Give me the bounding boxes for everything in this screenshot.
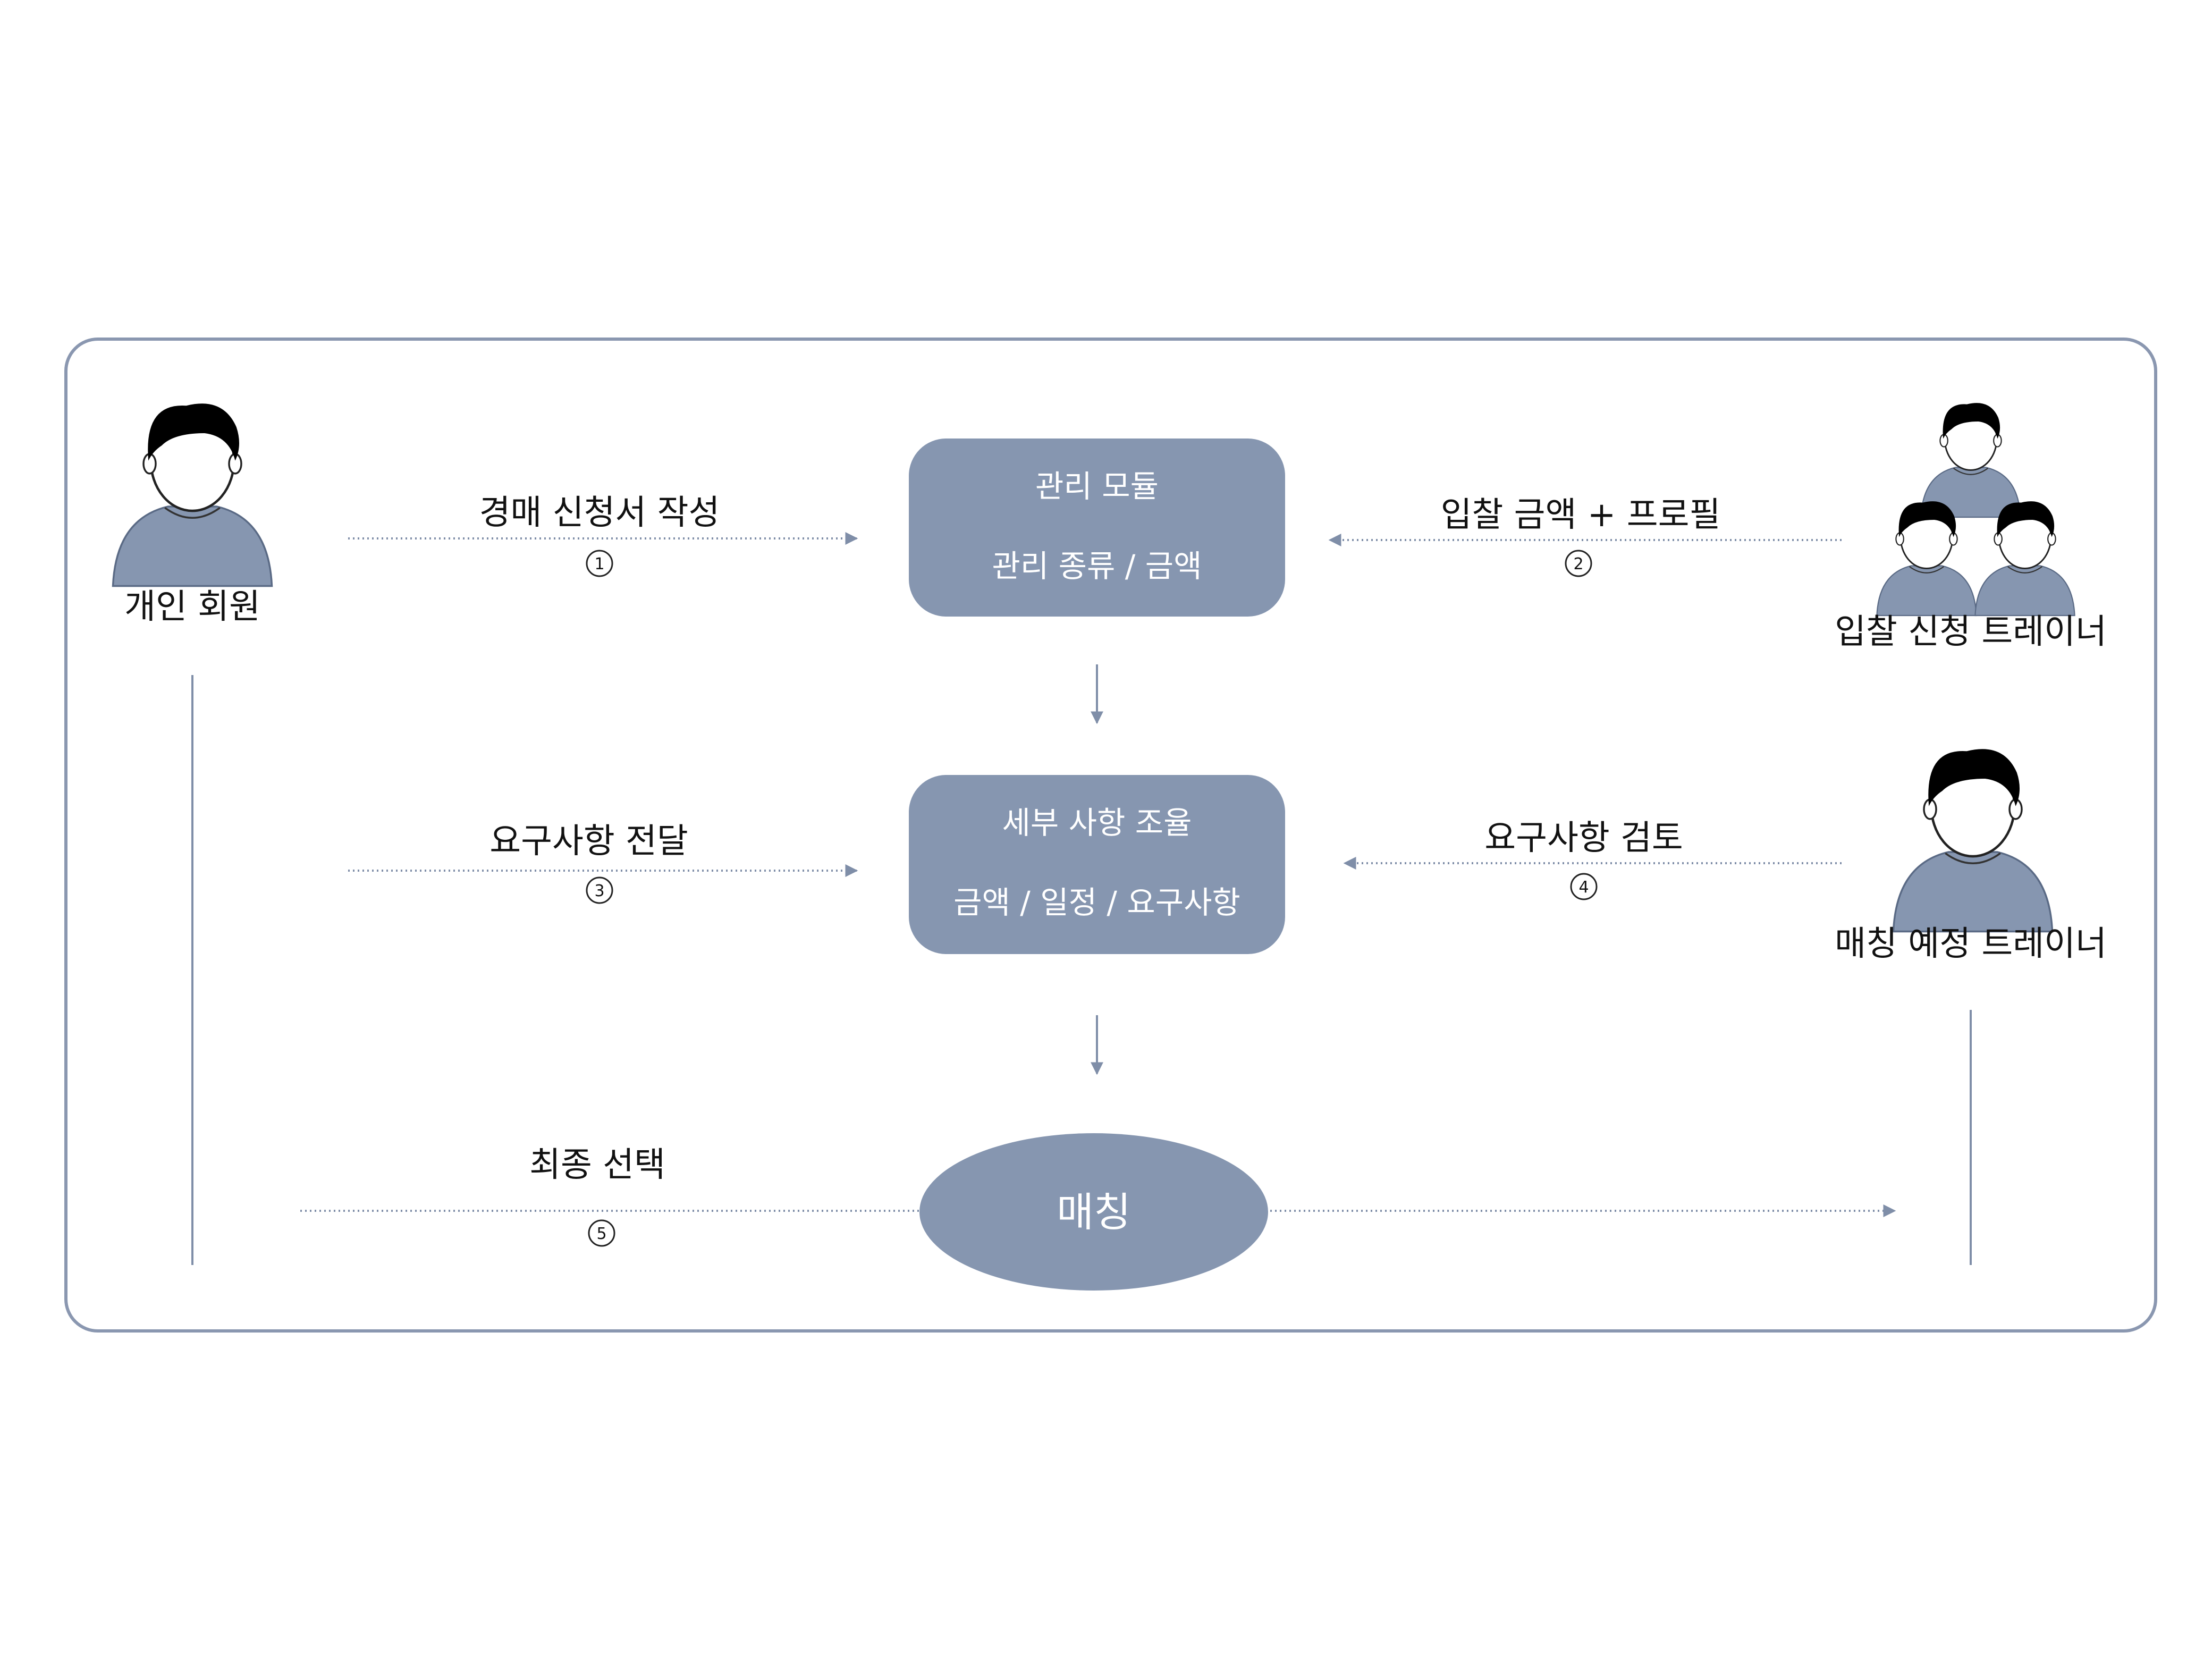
management-title: 관리 모듈 [1035, 468, 1159, 504]
step-5-badge: 5 [588, 1219, 615, 1247]
details-box [909, 775, 1285, 954]
svg-text:2: 2 [1573, 555, 1583, 574]
svg-text:4: 4 [1578, 878, 1589, 897]
member-label: 개인 회원 [124, 587, 260, 627]
step-2-badge: 2 [1565, 550, 1592, 577]
bidders-label: 입찰 신청 트레이너 [1835, 612, 2107, 652]
details-title: 세부 사항 조율 [1002, 805, 1192, 841]
step-1-badge: 1 [586, 550, 613, 577]
match-label: 매칭 [1057, 1188, 1131, 1236]
step-2-label: 입찰 금액 + 프로필 [1441, 495, 1721, 535]
management-subtitle: 관리 종류 / 금액 [992, 548, 1202, 584]
step-3-label: 요구사항 전달 [489, 822, 688, 861]
match-node [919, 1133, 1268, 1291]
svg-text:1: 1 [594, 555, 604, 574]
details-subtitle: 금액 / 일정 / 요구사항 [953, 884, 1240, 921]
step-3-badge: 3 [586, 876, 613, 904]
svg-text:3: 3 [594, 882, 604, 900]
step-4-label: 요구사항 검토 [1484, 819, 1683, 858]
scheduled-trainer-label: 매칭 예정 트레이너 [1835, 924, 2107, 964]
step-1-label: 경매 신청서 작성 [479, 493, 720, 533]
management-box [909, 439, 1285, 617]
svg-text:5: 5 [596, 1225, 606, 1243]
step-5-label: 최종 선택 [529, 1145, 665, 1185]
step-4-badge: 4 [1570, 873, 1598, 900]
